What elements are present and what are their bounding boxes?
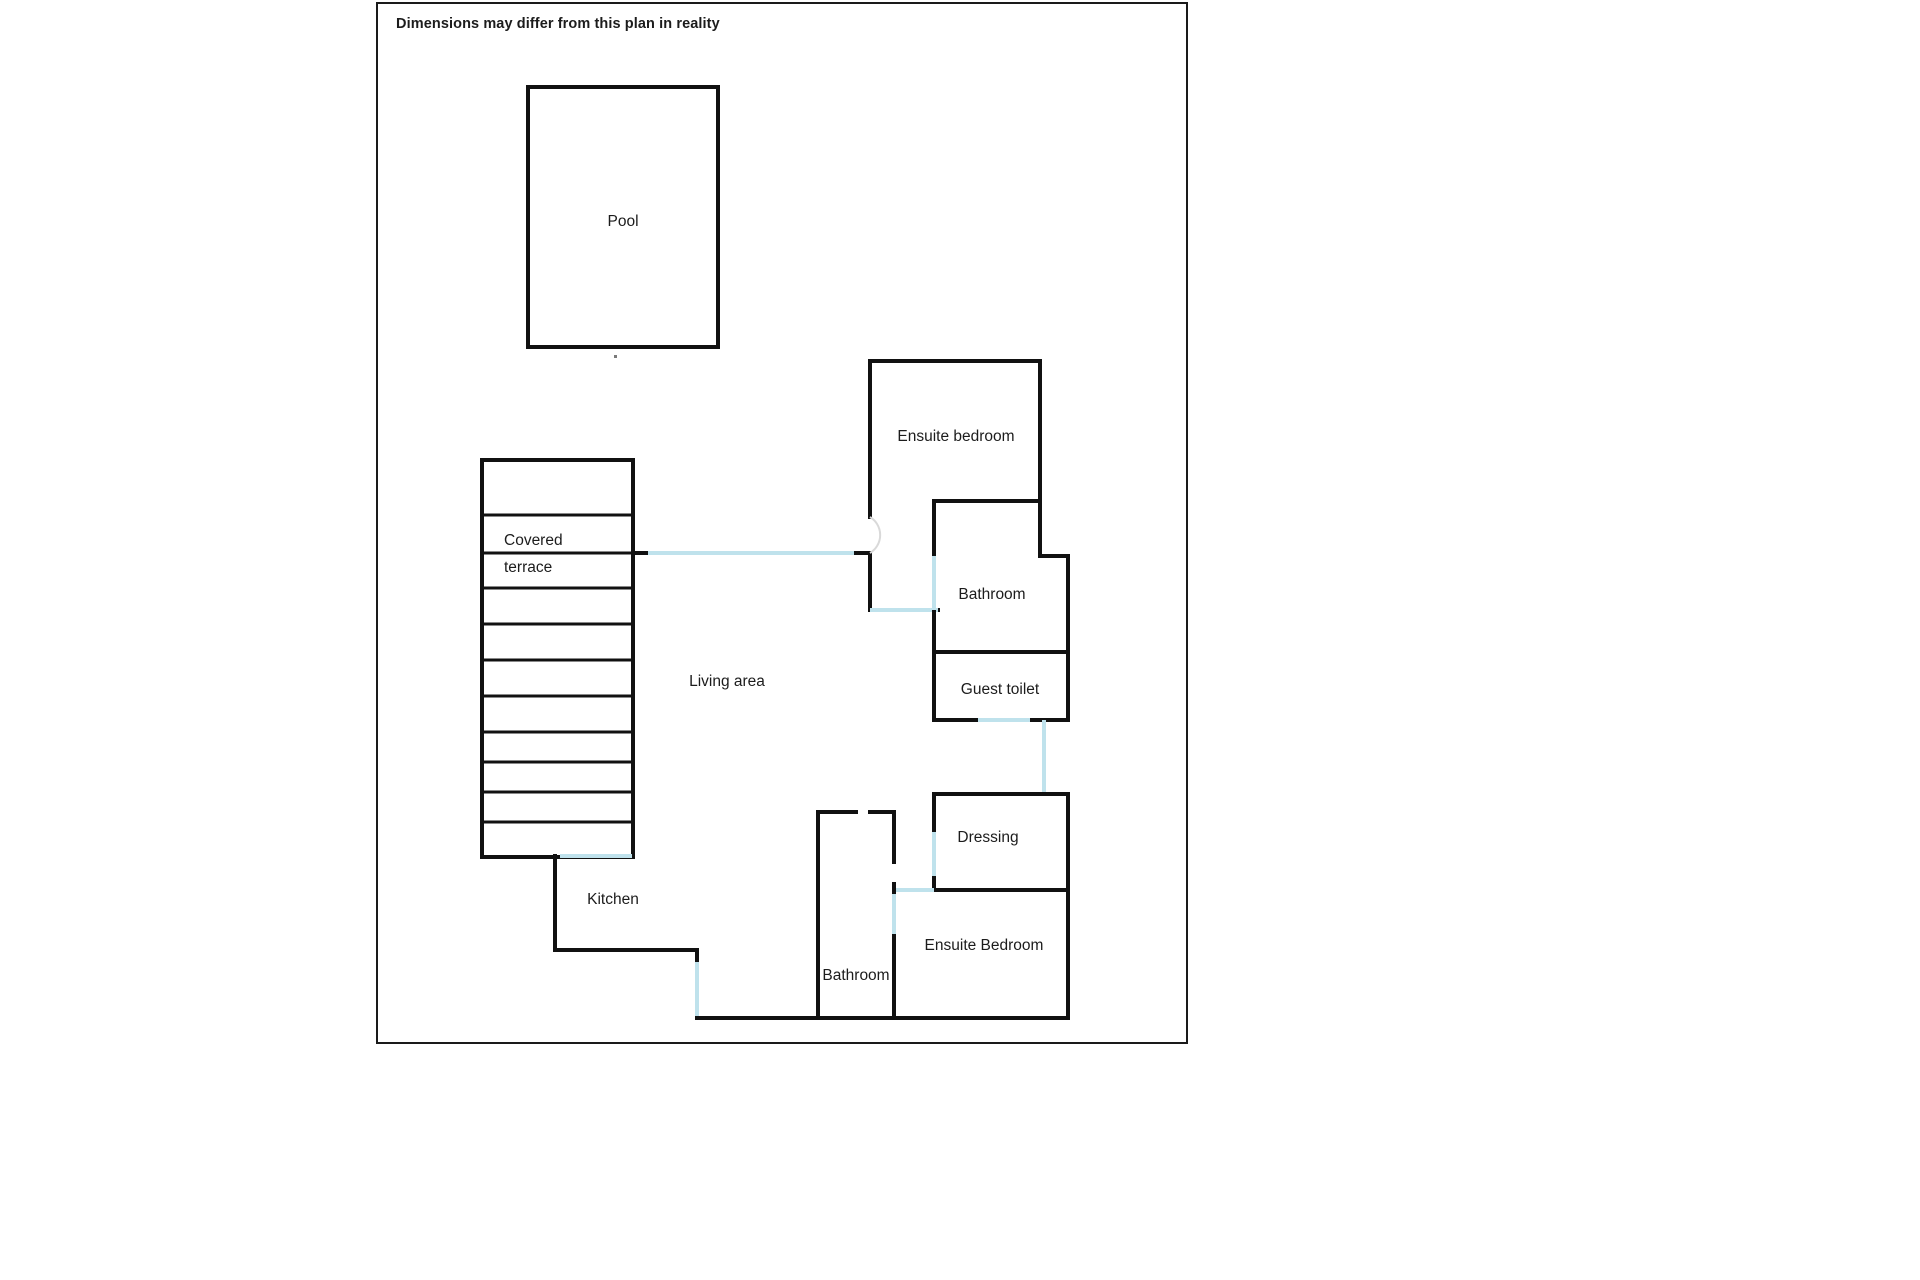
room-pool: Pool xyxy=(526,85,720,358)
room-dressing: Dressing xyxy=(932,792,1070,892)
kitchen-label: Kitchen xyxy=(587,891,639,908)
pool-dot-mark xyxy=(614,355,617,358)
room-bathroom-upper: Bathroom xyxy=(932,499,1070,654)
living-area-label: Living area xyxy=(689,673,765,690)
room-kitchen: Kitchen xyxy=(553,854,699,964)
ensuite-bedroom-upper-label: Ensuite bedroom xyxy=(897,428,1014,445)
pool-outline xyxy=(526,85,720,349)
guest-toilet-label: Guest toilet xyxy=(961,681,1040,698)
floor-plan-sheet: Dimensions may differ from this plan in … xyxy=(376,2,1188,1044)
covered-terrace-label-line1: Covered xyxy=(504,532,563,549)
floor-plan-drawing: Pool Covered terrace xyxy=(480,85,1070,1020)
bathroom-upper-label: Bathroom xyxy=(958,586,1025,603)
room-ensuite-bedroom-lower: Ensuite Bedroom xyxy=(892,888,1070,1020)
ensuite-upper-door-arc xyxy=(869,516,882,554)
pool-label: Pool xyxy=(607,213,638,230)
dressing-label: Dressing xyxy=(957,829,1018,846)
bathroom-lower-label: Bathroom xyxy=(822,967,889,984)
room-covered-terrace: Covered terrace xyxy=(480,458,635,859)
disclaimer-text: Dimensions may differ from this plan in … xyxy=(396,16,720,32)
room-guest-toilet: Guest toilet xyxy=(932,650,1070,722)
room-bathroom-lower: Bathroom xyxy=(816,810,896,1020)
room-ensuite-bedroom-upper: Ensuite bedroom xyxy=(868,359,1042,612)
ensuite-bedroom-lower-label: Ensuite Bedroom xyxy=(925,937,1044,954)
covered-terrace-label-line2: terrace xyxy=(504,559,552,576)
